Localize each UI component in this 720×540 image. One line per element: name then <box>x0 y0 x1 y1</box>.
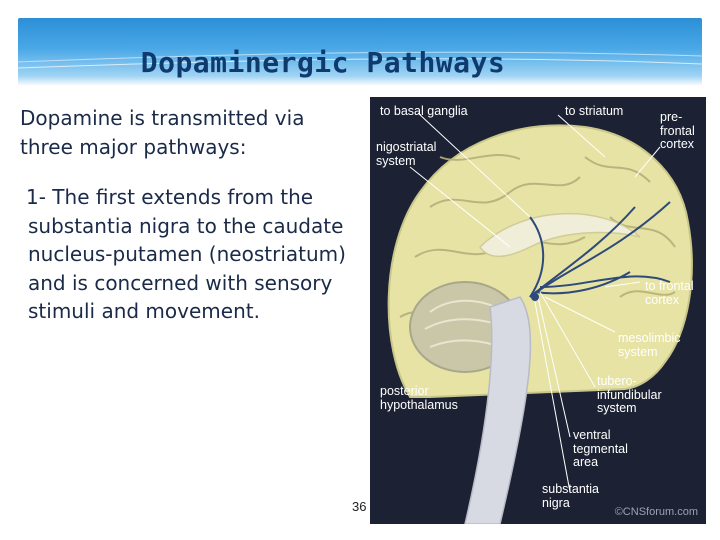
label-prefrontal-cortex: pre- frontal cortex <box>660 110 695 151</box>
gyri <box>399 154 676 318</box>
label-ventral-tegmental-area: ventral tegmental area <box>573 428 628 469</box>
label-mesolimbic-system: mesolimbic system <box>618 331 681 359</box>
label-posterior-hypothalamus: posterior hypothalamus <box>380 384 458 412</box>
label-to-frontal-cortex: to frontal cortex <box>645 279 694 307</box>
brain-illustration <box>387 112 693 525</box>
label-tuberoinfundibular-system: tubero- infundibular system <box>597 374 662 415</box>
point-1-paragraph: 1- The first extends from the substantia… <box>26 185 346 323</box>
slide-body: Dopamine is transmitted via three major … <box>20 104 350 348</box>
slide-title: Dopaminergic Pathways <box>140 46 506 79</box>
page-number: 36 <box>352 499 367 514</box>
vta-dot <box>531 293 539 301</box>
corpus-callosum <box>479 212 641 258</box>
label-leader-lines <box>409 112 661 493</box>
label-nigrostriatal-system: nigostriatal system <box>376 140 437 168</box>
label-to-striatum: to striatum <box>565 104 624 118</box>
dopamine-pathways <box>529 201 671 298</box>
title-banner <box>18 18 702 86</box>
label-to-basal-ganglia: to basal ganglia <box>380 104 468 118</box>
banner-swoosh <box>18 51 702 69</box>
figure-credit: ©CNSforum.com <box>614 506 698 518</box>
brain-pathway-figure: to basal ganglia to striatum pre- fronta… <box>370 97 706 525</box>
label-substantia-nigra: substantia nigra <box>542 482 599 510</box>
intro-paragraph: Dopamine is transmitted via three major … <box>20 106 305 159</box>
